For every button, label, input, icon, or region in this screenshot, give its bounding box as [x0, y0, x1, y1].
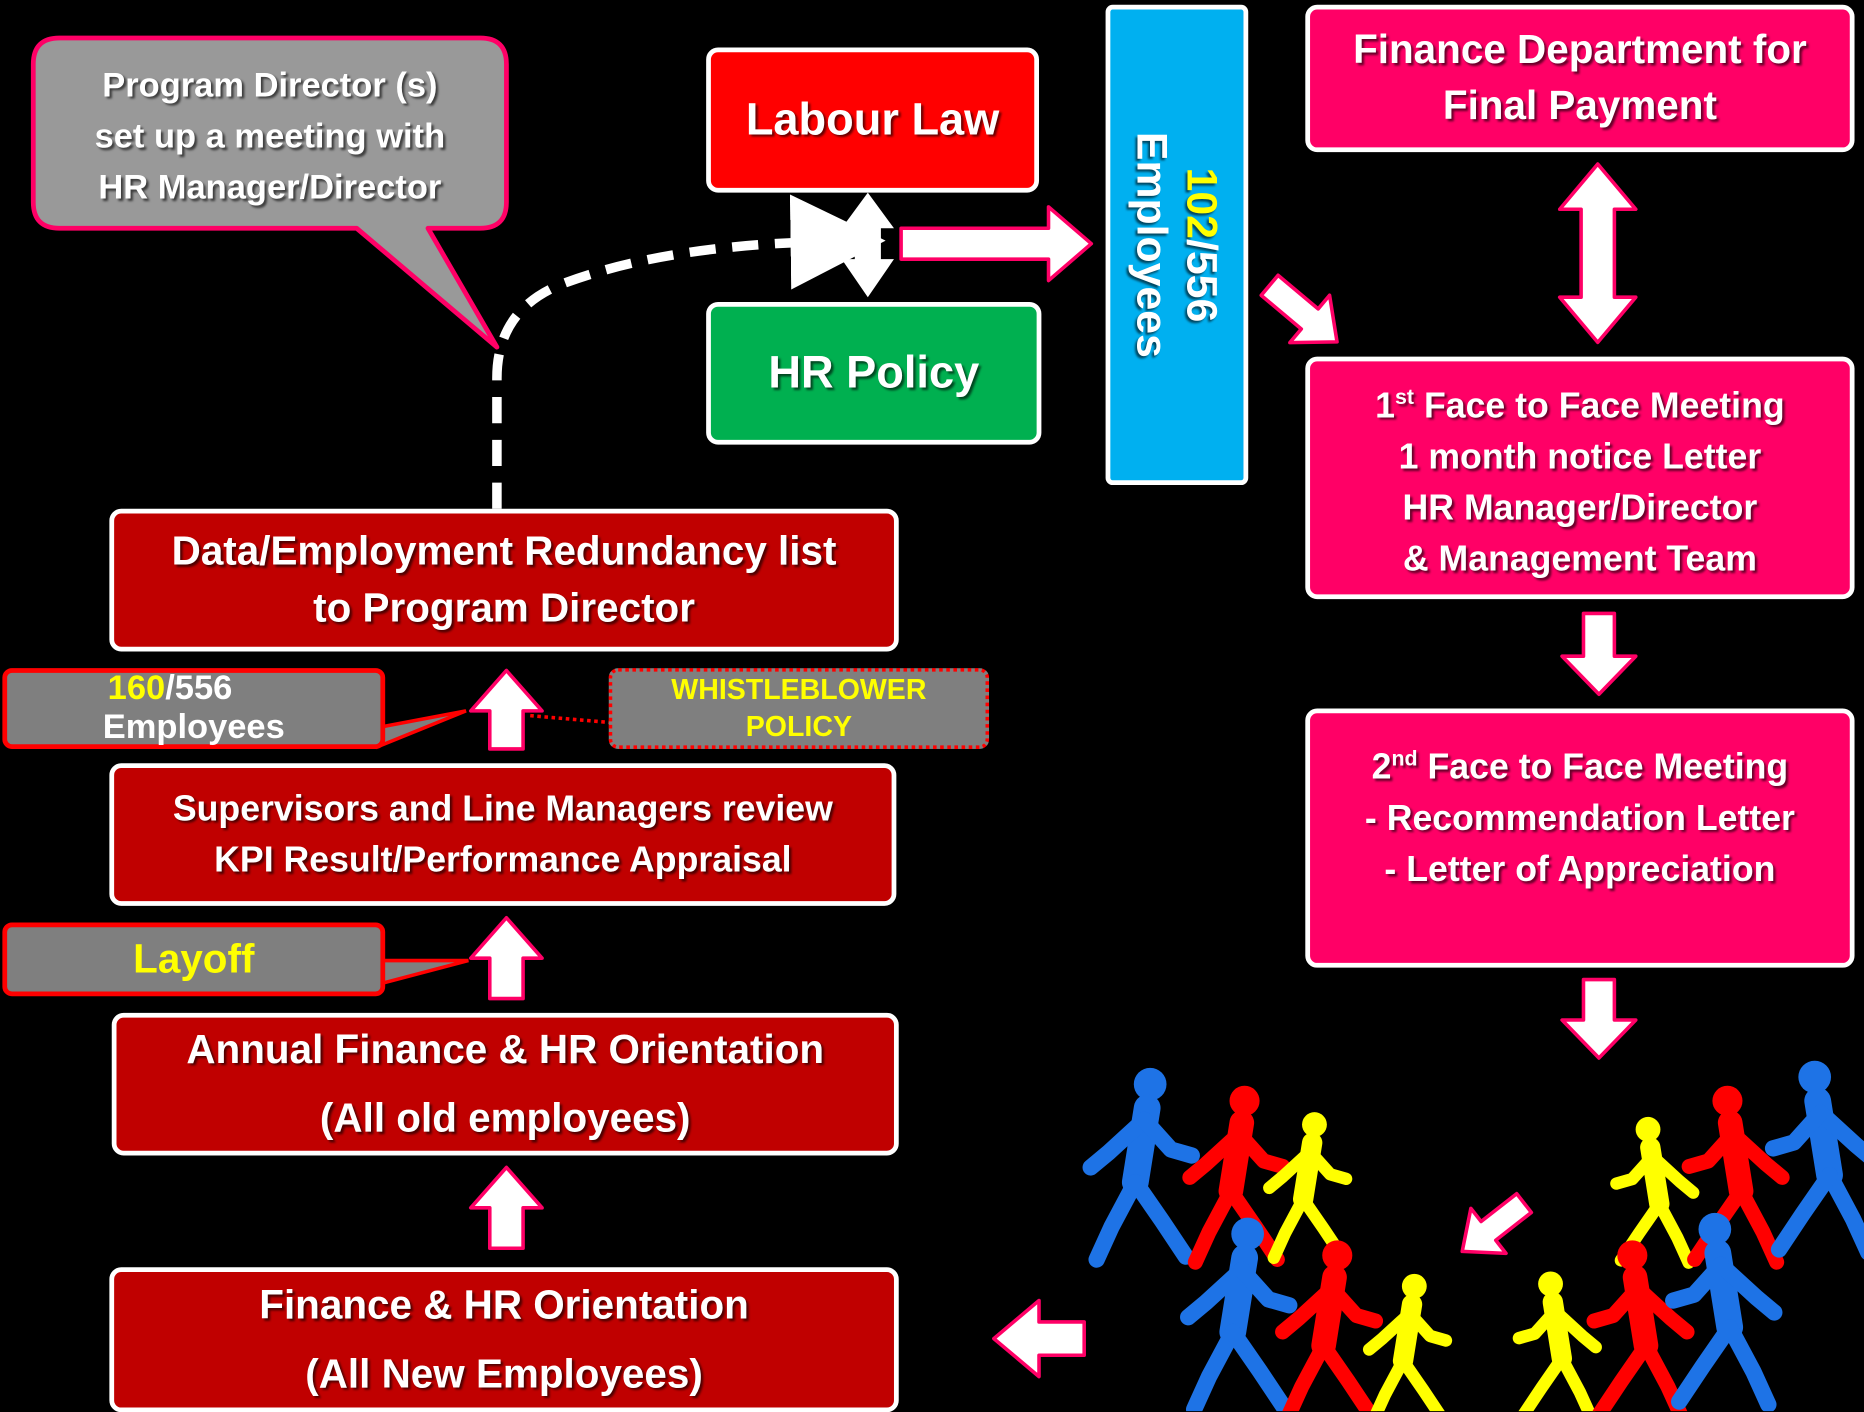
supervisors-line: KPI Result/Performance Appraisal — [214, 840, 792, 880]
redundancy-list-line: to Program Director — [313, 586, 695, 632]
arrow-down-meeting2-to-people-icon — [1560, 977, 1638, 1060]
employees-count-bar: 102/556 Employees — [1105, 4, 1249, 486]
new-orientation-box: Finance & HR Orientation (All New Employ… — [109, 1267, 899, 1412]
arrow-down-meeting1-to-meeting2-icon — [1560, 611, 1638, 697]
finance-department-box: Finance Department for Final Payment — [1305, 4, 1855, 153]
count-tag-highlight: 160 — [107, 669, 166, 708]
second-meeting-suffix: nd — [1391, 746, 1418, 771]
new-orientation-line: (All New Employees) — [305, 1351, 703, 1397]
count-tag-pointer — [376, 709, 467, 750]
callout-line: Program Director (s) — [102, 65, 438, 105]
first-meeting-number: 1 — [1375, 385, 1396, 425]
arrow-diagonal-to-meeting1-icon — [1259, 273, 1339, 345]
walker-blue-icon — [1180, 1217, 1298, 1412]
new-orientation-line: Finance & HR Orientation — [259, 1282, 749, 1328]
annual-orientation-line: Annual Finance & HR Orientation — [186, 1027, 825, 1073]
whistleblower-connector — [530, 713, 614, 725]
employees-count-highlight: 102 — [1178, 167, 1227, 239]
layoff-tag: Layoff — [2, 922, 386, 997]
layoff-label: Layoff — [133, 936, 255, 982]
callout-line: HR Manager/Director — [98, 168, 442, 207]
arrow-left-to-new-orientation-icon — [992, 1298, 1086, 1379]
first-meeting-suffix: st — [1395, 384, 1415, 409]
labour-law-label: Labour Law — [745, 94, 1000, 145]
hr-policy-box: HR Policy — [706, 301, 1042, 445]
annual-orientation-box: Annual Finance & HR Orientation (All old… — [111, 1012, 899, 1156]
arrow-diagonal-from-people-icon — [1460, 1191, 1534, 1256]
first-meeting-line: HR Manager/Director — [1402, 488, 1758, 528]
count-tag-total: /556 — [165, 669, 233, 708]
first-meeting-box: 1st Face to Face Meeting 1 month notice … — [1305, 356, 1855, 600]
double-arrow-law-policy-icon — [841, 192, 894, 298]
supervisors-review-box: Supervisors and Line Managers review KPI… — [109, 763, 897, 906]
first-meeting-title: 1st Face to Face Meeting — [1375, 372, 1784, 431]
walker-red-icon — [1275, 1240, 1384, 1412]
walker-yellow-icon — [1610, 1116, 1700, 1269]
arrow-right-to-employees-icon — [899, 205, 1094, 283]
count-tag-value: 160/556 — [7, 669, 380, 708]
employees-count-label: Employees — [1128, 131, 1177, 358]
layoff-tag-pointer — [376, 958, 469, 987]
walker-red-icon — [1586, 1240, 1695, 1412]
arrow-up-to-supervisors-icon — [468, 915, 544, 1001]
walker-yellow-icon — [1512, 1271, 1602, 1412]
arrow-up-to-annual-icon — [468, 1165, 544, 1251]
finance-line: Finance Department for — [1353, 27, 1807, 73]
walker-blue-icon — [1082, 1067, 1200, 1268]
count-tag-label: Employees — [102, 708, 285, 747]
labour-law-box: Labour Law — [706, 47, 1040, 193]
count-tag: 160/556 Employees — [2, 668, 386, 749]
redundancy-list-line: Data/Employment Redundancy list — [171, 529, 837, 575]
first-meeting-title-rest: Face to Face Meeting — [1414, 385, 1785, 425]
supervisors-line: Supervisors and Line Managers review — [172, 789, 833, 829]
whistleblower-line: POLICY — [745, 710, 852, 743]
employees-count-text: 102/556 Employees — [1127, 132, 1227, 358]
second-meeting-line: - Recommendation Letter — [1364, 798, 1795, 839]
whistleblower-line: WHISTLEBLOWER — [671, 674, 927, 707]
first-meeting-line: & Management Team — [1402, 539, 1757, 579]
callout-line: set up a meeting with — [94, 117, 446, 156]
walking-people-group — [1082, 1060, 1864, 1412]
finance-line: Final Payment — [1442, 83, 1717, 129]
walker-blue-icon — [1665, 1212, 1783, 1412]
arrow-up-to-data-list-icon — [468, 668, 544, 751]
callout-bubble — [30, 35, 509, 350]
walker-yellow-icon — [1362, 1273, 1453, 1412]
second-meeting-title-rest: Face to Face Meeting — [1417, 747, 1789, 787]
annual-orientation-line: (All old employees) — [319, 1096, 691, 1142]
walker-yellow-icon — [1263, 1112, 1353, 1265]
whistleblower-policy-tag: WHISTLEBLOWER POLICY — [608, 668, 990, 749]
callout-text: Program Director (s) set up a meeting wi… — [36, 48, 504, 226]
second-meeting-box: 2nd Face to Face Meeting - Recommendatio… — [1305, 708, 1855, 968]
employees-count-total: /556 — [1178, 238, 1227, 323]
walker-blue-icon — [1764, 1060, 1864, 1260]
first-meeting-line: 1 month notice Letter — [1398, 436, 1762, 477]
hr-policy-label: HR Policy — [768, 347, 980, 398]
second-meeting-title: 2nd Face to Face Meeting — [1372, 733, 1789, 792]
second-meeting-line: - Letter of Appreciation — [1384, 849, 1776, 890]
dashed-connector — [492, 194, 886, 509]
redundancy-list-box: Data/Employment Redundancy list to Progr… — [109, 508, 899, 652]
double-arrow-finance-meeting1-icon — [1557, 162, 1638, 345]
second-meeting-number: 2 — [1371, 747, 1392, 787]
